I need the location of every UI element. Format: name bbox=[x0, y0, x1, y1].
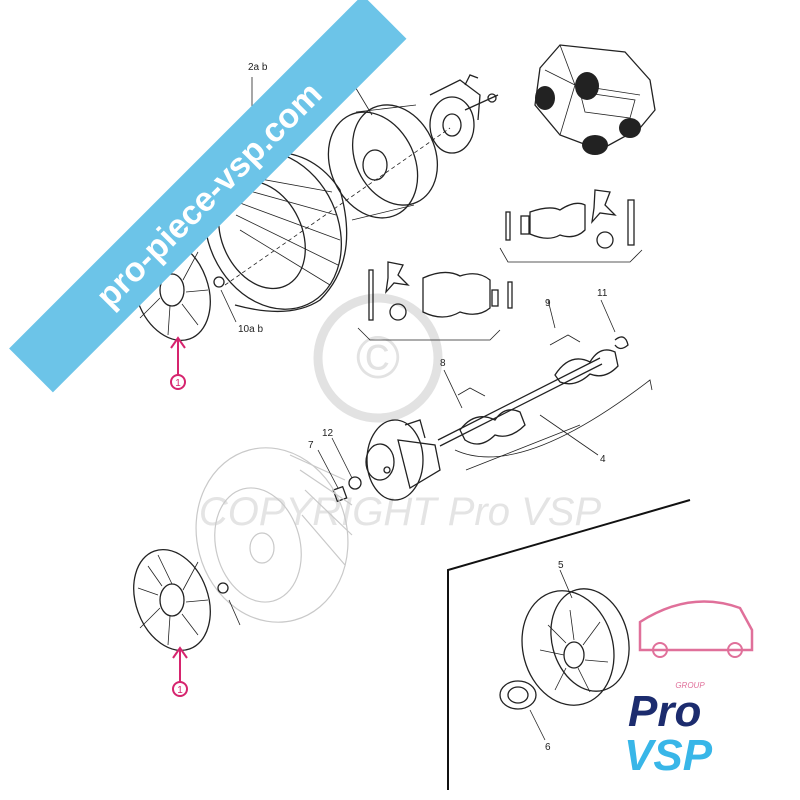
lug-nut-10 bbox=[213, 276, 225, 288]
website-banner: pro-piece-vsp.com bbox=[9, 0, 407, 393]
label-11: 11 bbox=[597, 288, 608, 299]
label-5: 5 bbox=[558, 560, 564, 571]
label-9: 9 bbox=[545, 298, 551, 309]
hub-assembly-top bbox=[429, 74, 499, 154]
banner-text: pro-piece-vsp.com bbox=[89, 75, 330, 316]
logo-vsp: VSP bbox=[624, 731, 713, 780]
boot-kit-9 bbox=[499, 189, 643, 263]
nut-7 bbox=[332, 485, 348, 503]
label-8: 8 bbox=[440, 358, 446, 369]
car-thumbnail bbox=[534, 44, 656, 155]
marker-top: 1 bbox=[170, 336, 186, 390]
copyright-symbol: © bbox=[356, 324, 400, 391]
driveshaft-4 bbox=[437, 334, 653, 471]
marker-top-label: 1 bbox=[175, 378, 181, 389]
label-7: 7 bbox=[308, 440, 314, 451]
lug-nut-lower bbox=[217, 582, 229, 594]
label-10ab: 10a b bbox=[238, 324, 263, 335]
label-12: 12 bbox=[322, 428, 334, 439]
label-4: 4 bbox=[600, 454, 606, 465]
banner-strip bbox=[9, 0, 407, 393]
inset-panel bbox=[447, 499, 691, 790]
part-labels: 2a b 3 10a b 8 9 11 4 7 12 5 6 bbox=[238, 54, 608, 753]
hubcap-bottom bbox=[133, 548, 211, 652]
logo-pro: Pro bbox=[628, 687, 701, 736]
clip-11 bbox=[614, 336, 629, 350]
marker-bottom: 1 bbox=[172, 646, 188, 697]
marker-bottom-label: 1 bbox=[177, 685, 183, 696]
knuckle-assembly bbox=[365, 419, 441, 501]
boot-kit-8 bbox=[357, 261, 513, 341]
label-6: 6 bbox=[545, 742, 551, 753]
copyright-watermark: © COPYRIGHT Pro VSP bbox=[199, 293, 602, 534]
pro-vsp-logo: GROUP Pro VSP bbox=[624, 600, 754, 780]
axis-line-top bbox=[224, 127, 451, 286]
label-2ab: 2a b bbox=[248, 62, 268, 73]
copyright-circle bbox=[313, 293, 443, 423]
copyright-text: COPYRIGHT Pro VSP bbox=[199, 490, 602, 534]
logo-group: GROUP bbox=[675, 681, 705, 690]
washer-12 bbox=[348, 476, 362, 490]
logo-car-outline bbox=[638, 600, 754, 652]
tire-ghost bbox=[195, 447, 353, 623]
